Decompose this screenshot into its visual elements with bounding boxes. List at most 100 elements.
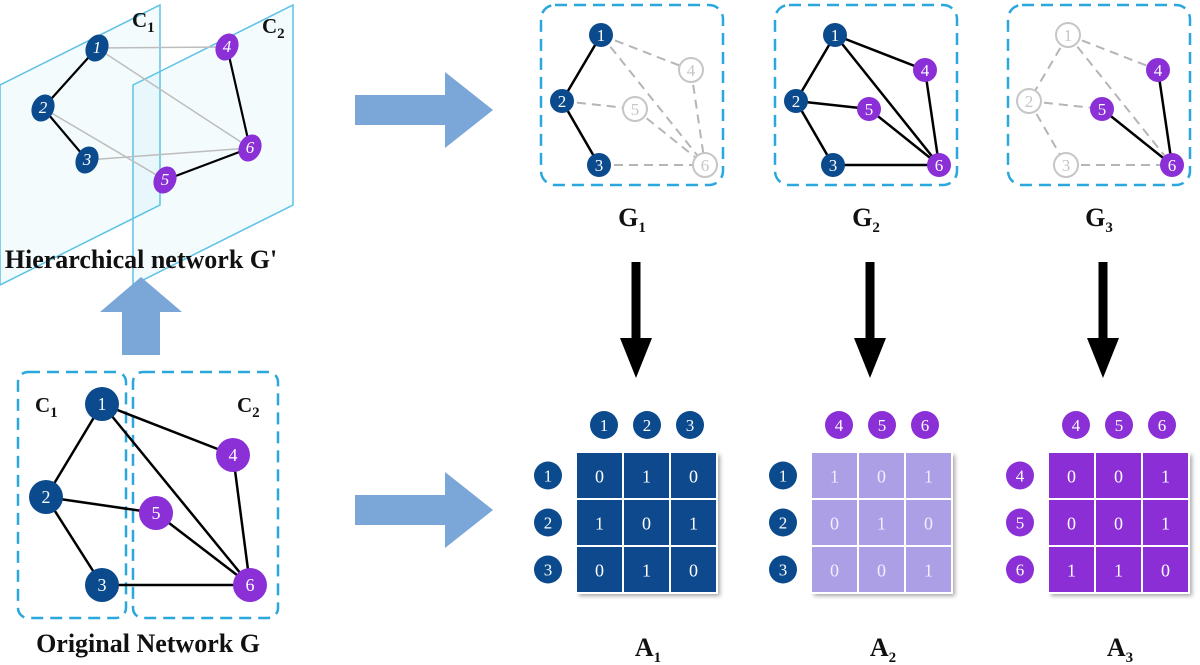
- matrix-2-value-r1-c2: 0: [877, 467, 886, 487]
- orig-edge-2-5: [45, 495, 157, 515]
- subgraph-3-node-label-3: 3: [1062, 156, 1071, 175]
- matrix-2-col-label-6: 6: [921, 416, 930, 435]
- down-arrow-head-3: [1087, 338, 1119, 378]
- hier-node-4: [215, 33, 239, 61]
- matrix-2-row-label-2: 2: [779, 514, 788, 533]
- matrix-2-value-r1-c1: 1: [830, 467, 839, 487]
- matrix-2-row-label-3: 3: [779, 561, 788, 580]
- matrix-2-row-badge-1: [769, 461, 797, 490]
- subgraph-1-edge-1-2: [560, 34, 603, 102]
- matrix-1-col-badge-2: [633, 411, 661, 439]
- subgraph-3-node-label-1: 1: [1064, 26, 1073, 45]
- subgraph-3-node-label-2: 2: [1025, 92, 1034, 111]
- matrix-2-value-r3-c1: 0: [830, 561, 839, 581]
- subgraph-box-1: [539, 3, 725, 187]
- subgraph-3-edge-1-6: [1067, 34, 1173, 166]
- subgraph-3-node-4: [1146, 58, 1170, 82]
- subgraph-label-2: G2: [852, 203, 880, 236]
- hier-node-5: [153, 166, 177, 194]
- matrix-1-value-r1-c3: 0: [689, 467, 698, 487]
- subgraph-2-edge-4-6: [923, 69, 941, 166]
- subgraph-1-edge-1-4: [600, 34, 692, 71]
- matrix-1-row-label-2: 2: [544, 514, 553, 533]
- matrix-1-col-badge-1: [590, 411, 618, 439]
- orig-node-2: [29, 480, 63, 514]
- subgraph-1-node-label-5: 5: [631, 100, 640, 119]
- subgraph-box-3: [1006, 3, 1192, 187]
- matrix-3-col-label-5: 5: [1115, 416, 1124, 435]
- subgraph-2-node-2: [784, 89, 808, 113]
- matrix-3-value-r3-c3: 0: [1161, 561, 1170, 581]
- subgraph-2-edge-1-2: [794, 34, 837, 102]
- cluster-1-plane: [0, 3, 161, 286]
- hier-node-label-3: 3: [82, 150, 92, 169]
- hier-edge-1-4: [96, 46, 228, 49]
- subgraph-1-edge-1-6: [600, 34, 706, 166]
- orig-edge-4-6: [231, 454, 252, 586]
- down-arrow-head-1: [620, 338, 652, 378]
- matrix-3-cell: [1141, 545, 1190, 594]
- subgraph-1-edge-4-6: [690, 69, 706, 166]
- hier-edge-3-6: [86, 147, 251, 161]
- matrix-1-col-badge-3: [676, 411, 704, 439]
- matrix-3-row-badge-5: [1006, 508, 1034, 537]
- matrix-label-1: A1: [635, 633, 661, 665]
- subgraph-3-node-2: [1016, 88, 1042, 114]
- subgraph-2-edge-1-6: [834, 34, 940, 166]
- matrix-3-value-r2-c1: 0: [1067, 514, 1076, 534]
- subgraph-1-node-label-3: 3: [595, 156, 604, 175]
- matrix-2-row-label-1: 1: [779, 467, 788, 486]
- subgraph-1-node-label-2: 2: [558, 92, 567, 111]
- subgraph-2-edge-1-4: [834, 33, 926, 72]
- subgraph-3-node-1: [1055, 22, 1081, 48]
- matrix-3-value-r1-c3: 1: [1161, 467, 1170, 487]
- matrix-2-col-label-5: 5: [878, 416, 887, 435]
- hier-edge-2-5: [42, 107, 166, 181]
- matrix-2-value-r2-c3: 0: [924, 514, 933, 534]
- matrix-3-row-badge-6: [1006, 555, 1034, 584]
- hier-node-1: [85, 34, 109, 62]
- matrix-1-value-r1-c1: 0: [595, 467, 604, 487]
- matrix-2-col-badge-6: [911, 411, 939, 439]
- orig-node-label-1: 1: [98, 394, 107, 414]
- subgraph-2-node-label-4: 4: [921, 61, 930, 80]
- matrix-1-row-label-1: 1: [544, 467, 553, 486]
- orig-edge-1-6: [101, 403, 251, 586]
- matrix-1-row-label-3: 3: [544, 561, 553, 580]
- subgraph-1-edge-5-6: [634, 108, 706, 166]
- matrix-1-value-r2-c3: 1: [689, 514, 698, 534]
- matrix-1-value-r1-c2: 1: [642, 467, 651, 487]
- matrix-2-row-badge-3: [769, 555, 797, 584]
- hier-node-label-1: 1: [93, 38, 102, 57]
- matrix-label-3: A3: [1107, 633, 1133, 665]
- matrix-1-value-r3-c2: 1: [642, 561, 651, 581]
- matrix-3-value-r3-c2: 1: [1114, 561, 1123, 581]
- orig-edge-1-4: [101, 402, 234, 457]
- matrix-3-background: [1048, 452, 1189, 593]
- cluster-2-box: [131, 370, 280, 620]
- matrix-1-value-r3-c1: 0: [595, 561, 604, 581]
- hier-node-2: [31, 94, 55, 122]
- matrix-2-col-badge-5: [868, 411, 896, 439]
- subgraph-2-node-label-6: 6: [935, 156, 944, 175]
- matrix-3-row-label-6: 6: [1016, 561, 1025, 580]
- orig-node-label-6: 6: [246, 575, 255, 595]
- subgraph-3-node-label-5: 5: [1098, 100, 1107, 119]
- orig-node-1: [85, 387, 119, 421]
- matrix-1-col-label-2: 2: [643, 416, 652, 435]
- cluster-1-box: [16, 370, 128, 620]
- subgraph-1-node-5: [622, 96, 648, 122]
- orig-node-label-5: 5: [152, 503, 161, 523]
- orig-cluster-1-label: C1: [35, 393, 58, 421]
- subgraph-1-node-2: [550, 89, 574, 113]
- subgraph-3-edge-5-6: [1101, 108, 1173, 166]
- matrix-2-row-badge-2: [769, 508, 797, 537]
- matrix-1-background: [576, 452, 717, 593]
- subgraph-2-node-1: [823, 23, 847, 47]
- orig-node-label-3: 3: [98, 575, 107, 595]
- subgraph-3-node-6: [1160, 153, 1184, 177]
- matrix-1-row-badge-2: [534, 508, 562, 537]
